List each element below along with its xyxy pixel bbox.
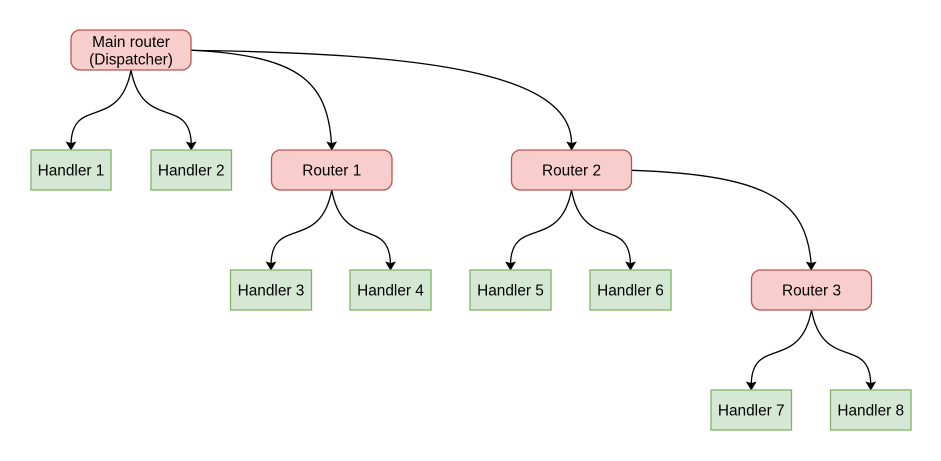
svg-text:Router 3: Router 3 [782,283,841,300]
svg-text:Handler 3: Handler 3 [238,283,305,300]
svg-text:(Dispatcher): (Dispatcher) [89,52,173,69]
svg-text:Handler 4: Handler 4 [357,283,424,300]
svg-text:Handler 1: Handler 1 [38,163,105,180]
svg-text:Main router: Main router [92,34,170,51]
svg-text:Router 2: Router 2 [542,163,601,180]
svg-text:Handler 8: Handler 8 [837,403,904,420]
svg-text:Handler 2: Handler 2 [158,163,225,180]
svg-text:Handler 5: Handler 5 [477,283,544,300]
svg-text:Router 1: Router 1 [302,163,361,180]
svg-text:Handler 7: Handler 7 [718,403,785,420]
svg-text:Handler 6: Handler 6 [597,283,664,300]
